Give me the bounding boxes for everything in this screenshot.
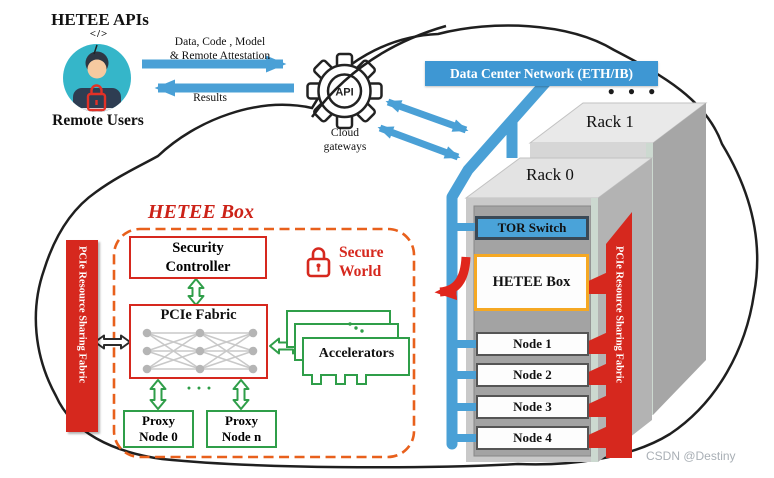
node-1-box: Node 1: [476, 332, 589, 356]
cloud-outline-over-gear: [310, 24, 447, 118]
more-proxies-ellipsis: ● ● ●: [186, 384, 214, 392]
request-label-line1: Data, Code , Model: [174, 36, 266, 48]
crossbar-switch-graphic: [142, 328, 258, 374]
more-racks-ellipsis: ● ● ●: [607, 84, 661, 98]
tor-switch-box: TOR Switch: [475, 216, 589, 240]
network-trunk-line: [446, 76, 552, 450]
node-2-box: Node 2: [476, 363, 589, 387]
pcie-ribbon-stubs: [584, 272, 608, 448]
rack-ribbon-label: PCIe Resource Sharing Fabric: [613, 246, 625, 384]
gateway-datacenter-arrows: [377, 98, 469, 161]
secure-world-label: Secure World: [339, 244, 384, 280]
left-pcie-resource-sharing-fabric-ribbon: PCIe Resource Sharing Fabric: [66, 240, 98, 432]
pcie-fabric-label: PCIe Fabric: [160, 307, 237, 323]
proxy-node-n-box: Proxy Node n: [206, 410, 277, 448]
cloud-gateways-caption: Cloud gateways: [323, 127, 367, 153]
secure-world-lock-icon: [306, 247, 331, 278]
lock-icon: [86, 84, 107, 112]
proxy-node-0-box: Proxy Node 0: [123, 410, 194, 448]
hetee-box-detail-title: HETEE Box: [147, 201, 255, 223]
rack-pcie-resource-sharing-fabric-ribbon: PCIe Resource Sharing Fabric: [606, 212, 632, 458]
code-icon: </>: [89, 28, 109, 40]
security-controller-box: Security Controller: [129, 236, 267, 279]
zoom-to-detail-arrow: [434, 256, 471, 301]
hetee-box-rack-slot: HETEE Box: [474, 254, 589, 311]
request-label-line2: & Remote Attestation: [169, 50, 271, 62]
hetee-box-dashed-boundary: [112, 227, 416, 459]
accelerator-cards: [286, 310, 410, 385]
avatar-face: [87, 59, 107, 79]
remote-user-avatar: [63, 44, 131, 112]
accelerators-label: Accelerators: [318, 346, 395, 361]
datacenter-network-banner: Data Center Network (ETH/IB): [425, 61, 658, 86]
pcie-fabric-box: PCIe Fabric: [129, 304, 268, 379]
hetee-apis-title: HETEE APIs: [51, 10, 149, 29]
remote-users-label: Remote Users: [52, 112, 144, 129]
rack0-label: Rack 0: [526, 165, 574, 184]
left-ribbon-label: PCIe Resource Sharing Fabric: [76, 246, 88, 384]
rack1-label: Rack 1: [586, 112, 634, 131]
node-4-box: Node 4: [476, 426, 589, 450]
node-3-box: Node 3: [476, 395, 589, 419]
api-gateway-gear-icon: API: [306, 52, 383, 130]
watermark: CSDN @Destiny: [646, 449, 736, 463]
api-badge-label: API: [335, 87, 353, 99]
response-label: Results: [193, 92, 227, 104]
